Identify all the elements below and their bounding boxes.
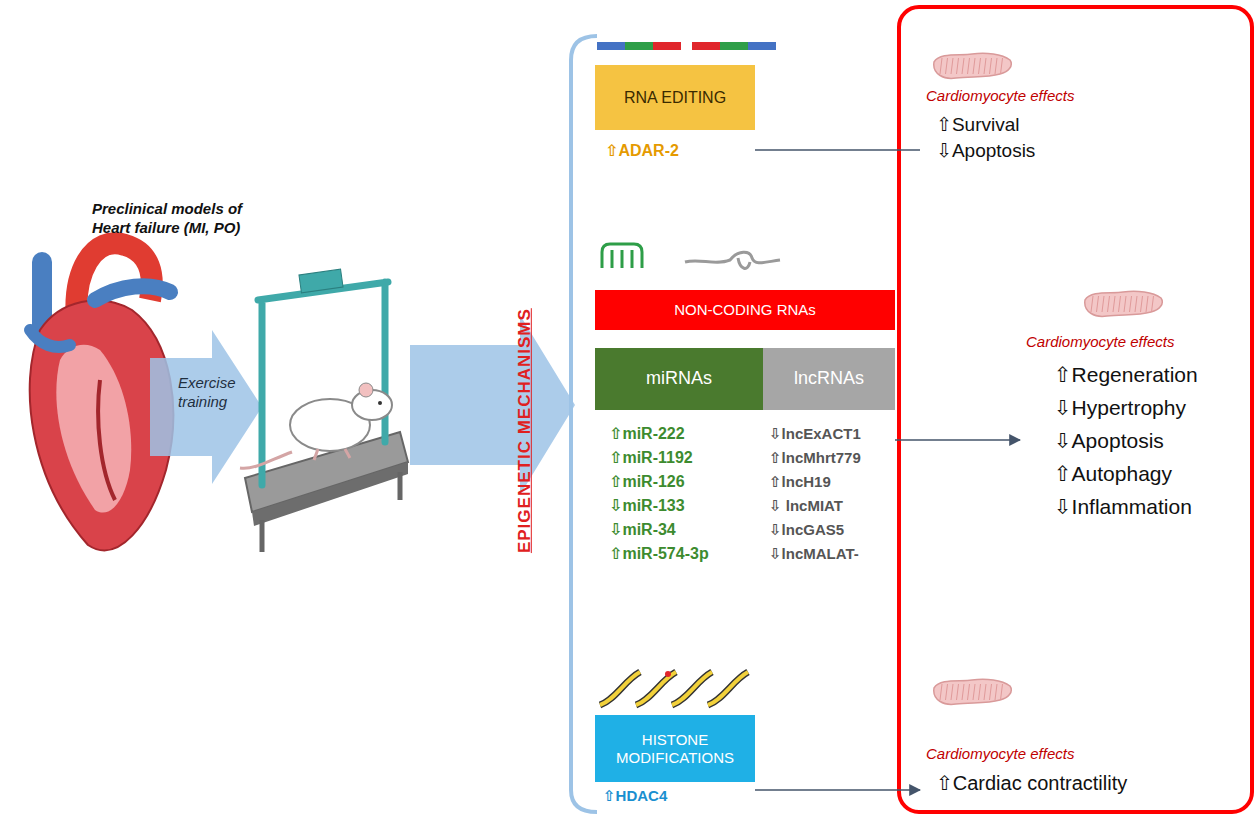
list-item: ⇧lncH19 xyxy=(769,470,895,494)
list-item: ⇧miR-1192 xyxy=(609,446,763,470)
effect-item: ⇧Regeneration xyxy=(1054,358,1229,391)
list-item: ⇧lncMhrt779 xyxy=(769,446,895,470)
treadmill-illustration xyxy=(240,269,408,552)
cardiomyocyte-icon xyxy=(1081,288,1165,318)
box-fill: miRNAs xyxy=(595,348,763,410)
ncrna-icon xyxy=(602,244,780,268)
box-heading: HISTONE MODIFICATIONS xyxy=(601,731,749,767)
box-heading: miRNAs xyxy=(646,368,712,390)
box-fill: HISTONE MODIFICATIONS xyxy=(595,715,755,782)
connector-arrow xyxy=(755,149,920,151)
item-list: ⇧HDAC4 xyxy=(595,786,755,806)
list-item: ⇧miR-126 xyxy=(609,470,763,494)
ncrna-band: NON-CODING RNAs xyxy=(595,290,895,338)
box-fill: RNA EDITING xyxy=(595,65,755,130)
mirna-box: miRNAs ⇧miR-222⇧miR-1192⇧miR-126⇩miR-133⇩… xyxy=(595,348,763,570)
effect-item: ⇧Cardiac contractility xyxy=(936,770,1149,796)
connector-arrow xyxy=(895,439,1020,441)
list-item: ⇩lncMALAT- xyxy=(769,542,895,566)
box-heading: RNA EDITING xyxy=(624,88,726,107)
effect-item: ⇩Apoptosis xyxy=(1054,424,1229,457)
model-label: Preclinical models of Heart failure (MI,… xyxy=(92,200,277,238)
section-label: EPIGENETIC MECHANISMS xyxy=(513,308,534,553)
effects-group: Cardiomyocyte effects ⇧Survival⇩Apoptosis xyxy=(920,46,1090,168)
list-item: ⇧miR-222 xyxy=(609,422,763,446)
lncrna-box: lncRNAs ⇩lncExACT1⇧lncMhrt779⇧lncH19⇩ lnc… xyxy=(763,348,895,570)
arrow-label: Exercise training xyxy=(178,374,252,412)
connector-arrow xyxy=(755,789,920,791)
flow-arrow xyxy=(150,330,262,484)
effect-item: ⇩Inflammation xyxy=(1054,490,1229,523)
list-item: ⇩miR-133 xyxy=(609,494,763,518)
effect-item: ⇩Hypertrophy xyxy=(1054,391,1229,424)
group-title: Cardiomyocyte effects xyxy=(1026,332,1229,352)
list-item: ⇩miR-34 xyxy=(609,518,763,542)
list-item: ⇩lncExACT1 xyxy=(769,422,895,446)
item-list: ⇧miR-222⇧miR-1192⇧miR-126⇩miR-133⇩miR-34… xyxy=(595,422,763,566)
list-item: ⇧miR-574-3p xyxy=(609,542,763,566)
list-item: ⇧ADAR-2 xyxy=(605,140,755,162)
list-item: ⇧HDAC4 xyxy=(603,786,755,806)
item-list: ⇩lncExACT1⇧lncMhrt779⇧lncH19⇩ lncMIAT⇩ln… xyxy=(763,422,895,566)
box-heading: lncRNAs xyxy=(794,368,864,390)
rna-strand-icon xyxy=(597,42,776,50)
histone-box: HISTONE MODIFICATIONS ⇧HDAC4 xyxy=(595,715,755,810)
effect-item: ⇩Apoptosis xyxy=(936,138,1084,164)
box-heading: NON-CODING RNAs xyxy=(674,301,816,319)
item-list: ⇧ADAR-2 xyxy=(595,140,755,162)
box-fill: NON-CODING RNAs xyxy=(595,290,895,330)
effects-group: Cardiomyocyte effects ⇧Regeneration⇩Hyper… xyxy=(1020,284,1235,527)
effect-item: ⇧Autophagy xyxy=(1054,457,1229,490)
rna-editing-box: RNA EDITING ⇧ADAR-2 xyxy=(595,65,755,166)
cardiomyocyte-icon xyxy=(930,676,1014,706)
box-fill: lncRNAs xyxy=(763,348,895,410)
effects-group: Cardiomyocyte effects ⇧Cardiac contractil… xyxy=(920,672,1155,800)
histone-icon xyxy=(600,671,748,705)
list-item: ⇩lncGAS5 xyxy=(769,518,895,542)
list-item: ⇩ lncMIAT xyxy=(769,494,895,518)
group-title: Cardiomyocyte effects xyxy=(926,744,1149,764)
bracket xyxy=(571,36,597,812)
flow-arrow xyxy=(410,315,575,495)
cardiomyocyte-icon xyxy=(930,50,1014,80)
group-title: Cardiomyocyte effects xyxy=(926,86,1084,106)
effect-item: ⇧Survival xyxy=(936,112,1084,138)
